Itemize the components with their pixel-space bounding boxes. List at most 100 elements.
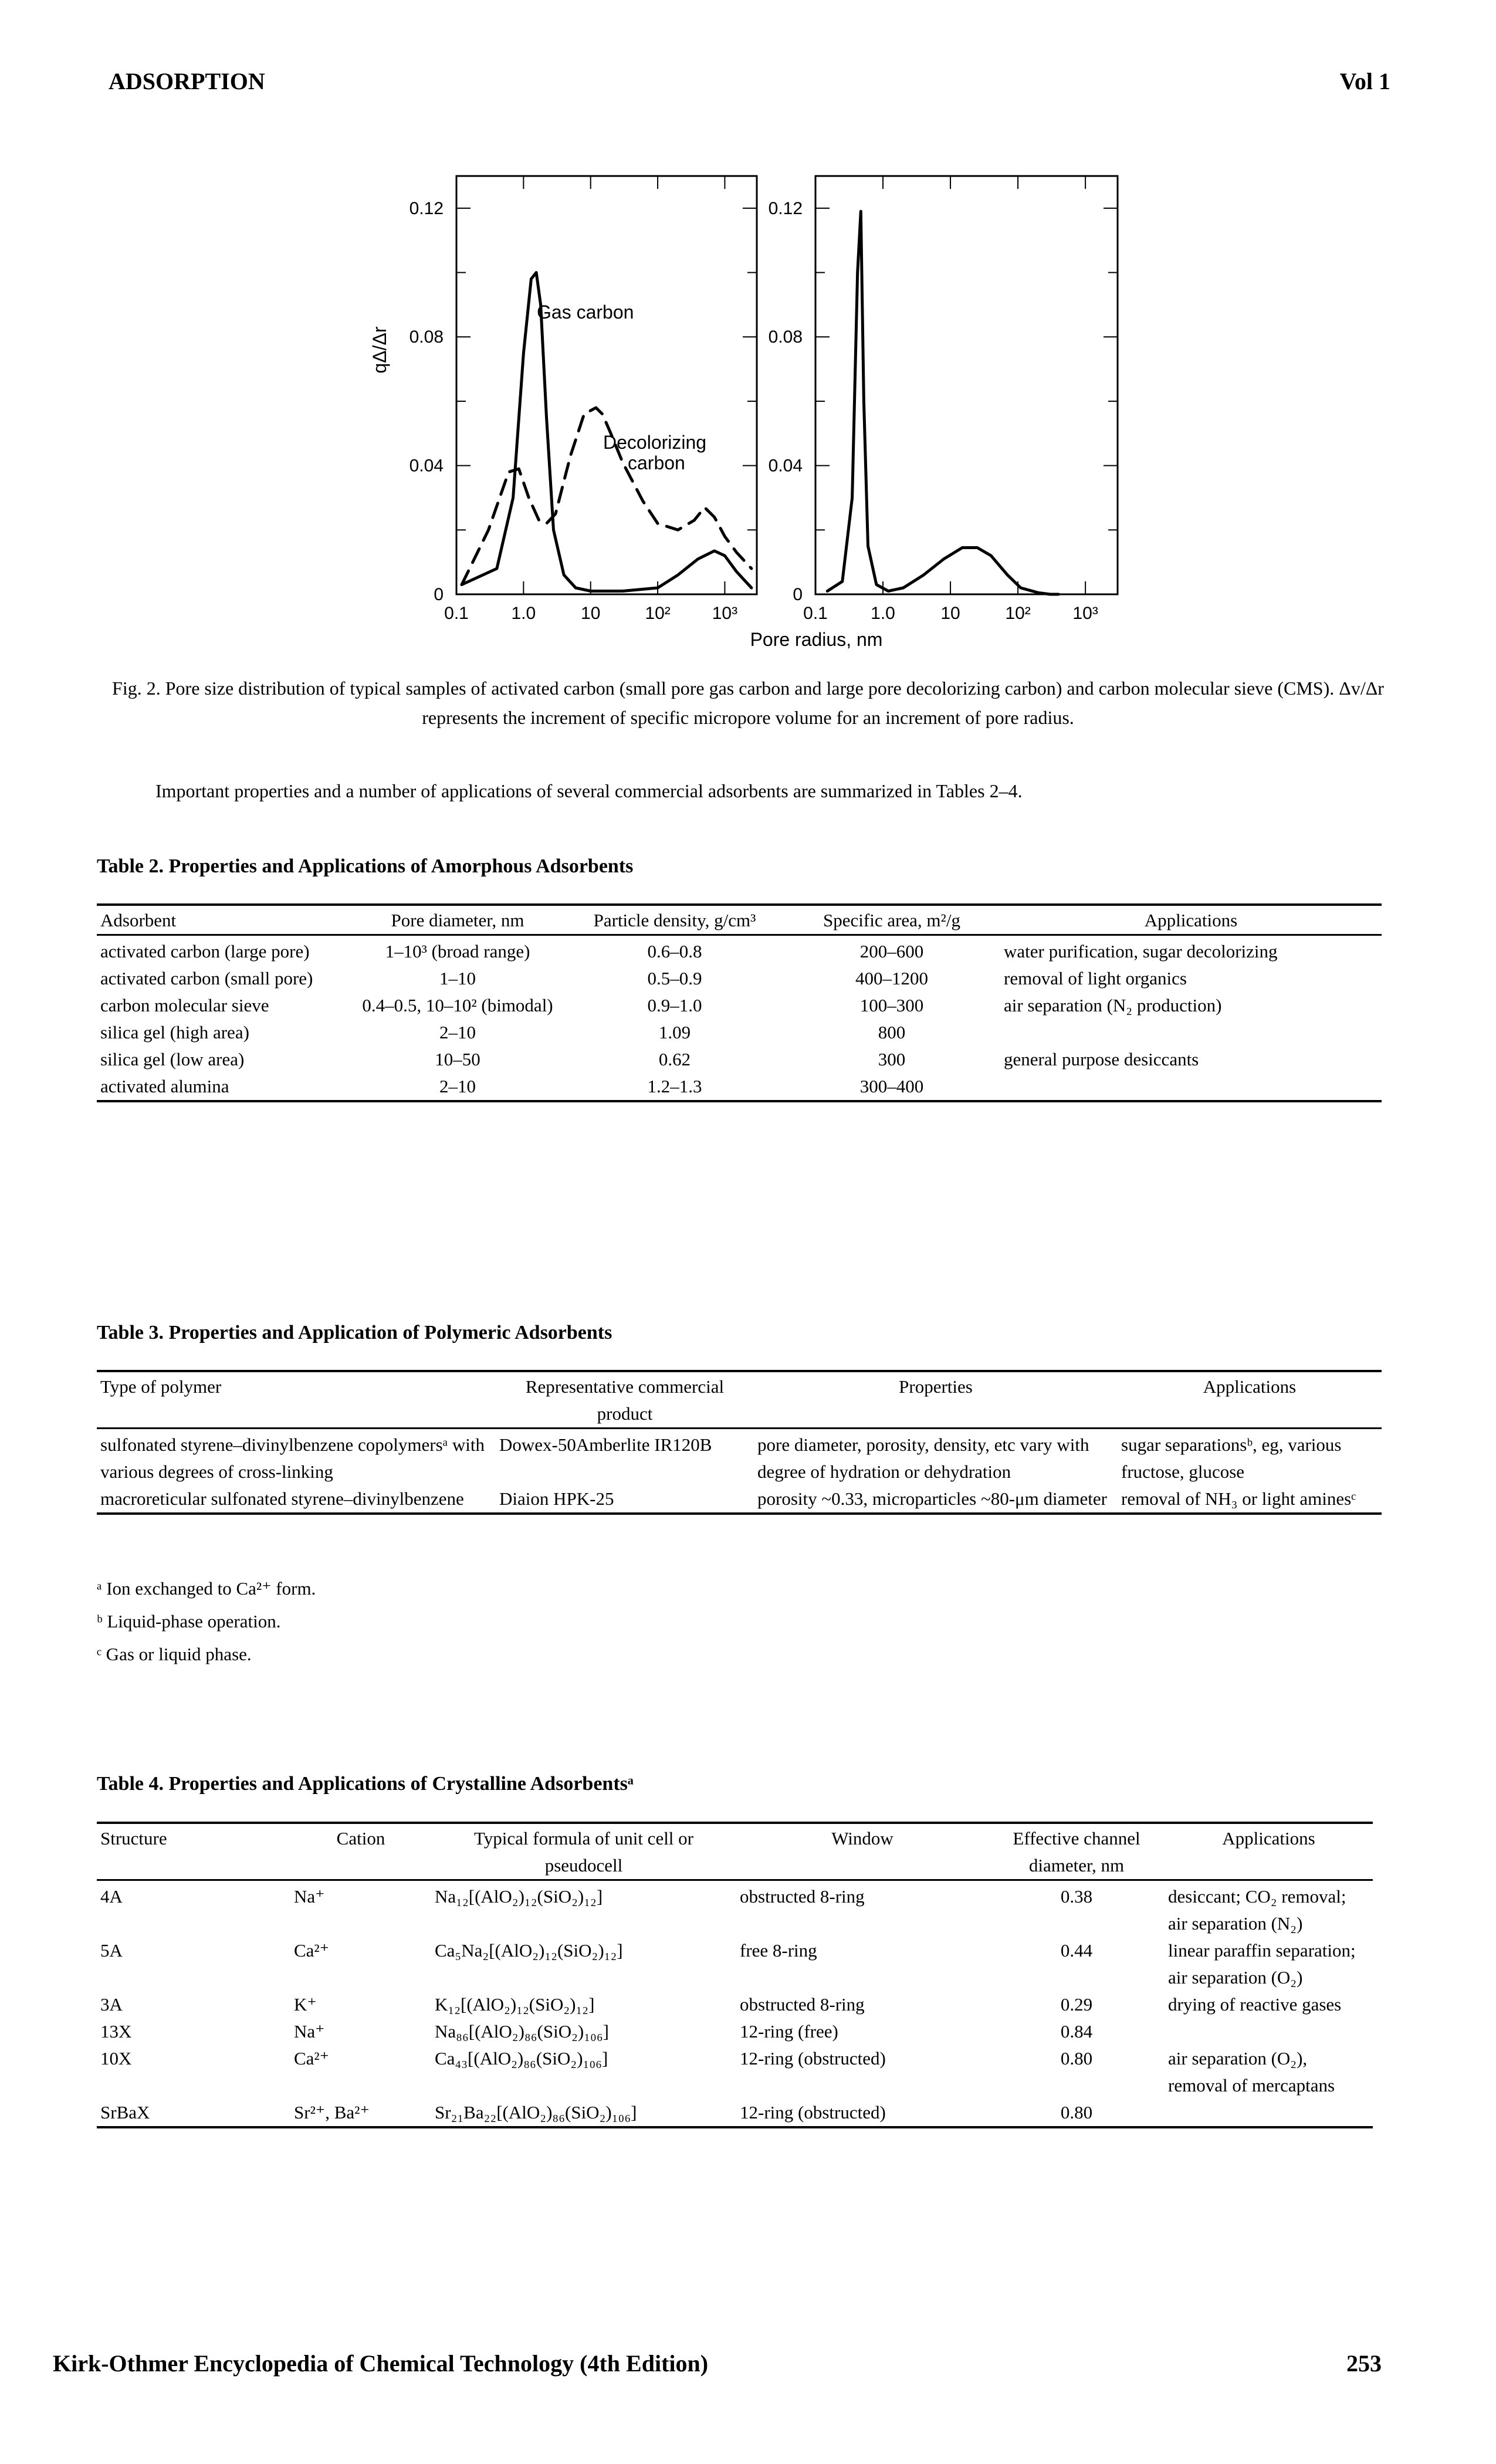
table3-header-cell: Applications xyxy=(1203,1376,1297,1397)
series-line-gas-carbon xyxy=(460,271,753,593)
figure-caption: Fig. 2. Pore size distribution of typica… xyxy=(112,678,1384,728)
table-cell xyxy=(1000,1073,1382,1101)
table-cell: 1–10 xyxy=(439,968,476,989)
plot-frame xyxy=(814,175,1119,595)
table3-header-cell: Type of polymer xyxy=(100,1376,222,1397)
table2-title: Table 2. Properties and Applications of … xyxy=(97,855,634,877)
table2: Adsorbent Pore diameter, nm Particle den… xyxy=(97,903,1382,1102)
table-row: sulfonated styrene–divinylbenzene copoly… xyxy=(97,1429,1382,1486)
x-tick-label: 10² xyxy=(1005,604,1030,623)
table-cell: 300–400 xyxy=(859,1076,924,1096)
table-cell: 4A xyxy=(100,1886,123,1907)
table-row: 5A Ca²⁺ Ca₅Na₂[(AlO₂)₁₂(SiO₂)₁₂] free 8-… xyxy=(97,1937,1373,1991)
running-header-title: ADSORPTION xyxy=(109,68,265,94)
table-cell: water purification, sugar decolorizing xyxy=(1004,941,1278,962)
table-row: 10X Ca²⁺ Ca₄₃[(AlO₂)₈₆(SiO₂)₁₀₆] 12-ring… xyxy=(97,2045,1373,2099)
table4-header-cell: Applications xyxy=(1222,1828,1315,1849)
table3-header-cell: Properties xyxy=(899,1376,973,1397)
table-cell xyxy=(1165,2099,1373,2127)
y-tick-label: 0.04 xyxy=(769,456,803,476)
table-cell: porosity ~0.33, microparticles ~80-μm di… xyxy=(757,1488,1107,1509)
series-line-decolorizing-carbon xyxy=(460,406,753,586)
table-cell: Na₈₆[(AlO₂)₈₆(SiO₂)₁₀₆] xyxy=(435,2021,609,2042)
table-cell: 10–50 xyxy=(435,1049,480,1069)
table-cell: Ca₄₃[(AlO₂)₈₆(SiO₂)₁₀₆] xyxy=(435,2048,608,2069)
table-row: 4A Na⁺ Na₁₂[(AlO₂)₁₂(SiO₂)₁₂] obstructed… xyxy=(97,1880,1373,1938)
table-cell: Ca²⁺ xyxy=(294,2048,330,2069)
table-cell: 100–300 xyxy=(859,995,924,1016)
table-cell: Ca²⁺ xyxy=(294,1940,330,1961)
table-cell: Na₁₂[(AlO₂)₁₂(SiO₂)₁₂] xyxy=(435,1886,603,1907)
table-cell: 0.4–0.5, 10–10² (bimodal) xyxy=(362,995,553,1016)
table-cell: Sr₂₁Ba₂₂[(AlO₂)₈₆(SiO₂)₁₀₆] xyxy=(435,2102,637,2123)
footer-page-number: 253 xyxy=(1346,2350,1382,2377)
table-cell: 10X xyxy=(100,2048,132,2069)
table-cell: 0.62 xyxy=(658,1049,691,1069)
y-tick-label: 0.08 xyxy=(409,327,444,347)
table-row: silica gel (low area) 10–50 0.62 300 gen… xyxy=(97,1046,1382,1073)
y-tick-label: 0.12 xyxy=(769,199,803,218)
label-decolorizing: Decolorizing xyxy=(603,432,706,453)
table-cell xyxy=(1165,2018,1373,2045)
table-cell: obstructed 8-ring xyxy=(740,1886,865,1907)
table-row: SrBaX Sr²⁺, Ba²⁺ Sr₂₁Ba₂₂[(AlO₂)₈₆(SiO₂)… xyxy=(97,2099,1373,2127)
table-cell: silica gel (high area) xyxy=(100,1022,249,1043)
table4-header-cell: Structure xyxy=(100,1828,167,1849)
table-cell: SrBaX xyxy=(100,2102,150,2123)
table-cell: silica gel (low area) xyxy=(100,1049,245,1069)
table-cell: 200–600 xyxy=(859,941,924,962)
footer-book-title: Kirk-Othmer Encyclopedia of Chemical Tec… xyxy=(53,2350,709,2377)
table-cell: 3A xyxy=(100,1994,123,2015)
table-cell: removal of light organics xyxy=(1004,968,1187,989)
table3: Type of polymer Representative commercia… xyxy=(97,1370,1382,1515)
table-cell: Sr²⁺, Ba²⁺ xyxy=(294,2102,370,2123)
label-gas-carbon: Gas carbon xyxy=(537,302,634,323)
table-row: carbon molecular sieve 0.4–0.5, 10–10² (… xyxy=(97,992,1382,1019)
table-cell: 12-ring (obstructed) xyxy=(740,2102,886,2123)
table2-header-cell: Pore diameter, nm xyxy=(391,910,524,930)
table-cell: 0.80 xyxy=(1060,2048,1093,2069)
table-cell: macroreticular sulfonated styrene–diviny… xyxy=(100,1488,464,1509)
table-cell: removal of NH₃ or light aminesᶜ xyxy=(1121,1488,1356,1509)
table-row: activated carbon (small pore) 1–10 0.5–0… xyxy=(97,965,1382,992)
table-cell: 13X xyxy=(100,2021,132,2042)
table-cell: sugar separationsᵇ, eg, various fructose… xyxy=(1121,1434,1342,1482)
table-cell: Diaion HPK-25 xyxy=(499,1488,614,1509)
x-tick-label: 10³ xyxy=(1072,604,1098,623)
table2-header-cell: Particle density, g/cm³ xyxy=(593,910,756,930)
table-cell: activated carbon (large pore) xyxy=(100,941,310,962)
table-cell: Ca₅Na₂[(AlO₂)₁₂(SiO₂)₁₂] xyxy=(435,1940,623,1961)
table-cell: K⁺ xyxy=(294,1994,317,2015)
x-tick-label: 1.0 xyxy=(871,604,895,623)
table-cell: 0.5–0.9 xyxy=(647,968,702,989)
y-axis-title: qΔ/Δr xyxy=(369,326,390,373)
table4-header-cell: Cation xyxy=(336,1828,385,1849)
table2-header-cell: Adsorbent xyxy=(100,910,177,930)
table-cell: desiccant; CO₂ removal; air separation (… xyxy=(1168,1886,1346,1934)
intro-paragraph: Important properties and a number of app… xyxy=(155,780,1023,801)
table4: Structure Cation Typical formula of unit… xyxy=(97,1822,1373,2128)
table-cell: 300 xyxy=(878,1049,906,1069)
plot-frame xyxy=(455,175,758,595)
x-tick-label: 10² xyxy=(645,604,670,623)
footnote: ᵃ Ion exchanged to Ca²⁺ form. xyxy=(97,1578,316,1599)
table-cell: 0.44 xyxy=(1060,1940,1093,1961)
table2-header-cell: Applications xyxy=(1144,910,1238,930)
table-cell: 0.9–1.0 xyxy=(647,995,702,1016)
table-cell: 2–10 xyxy=(439,1022,476,1043)
table-cell: 0.38 xyxy=(1060,1886,1093,1907)
table-cell: 0.80 xyxy=(1060,2102,1093,2123)
y-tick-label: 0.12 xyxy=(409,199,444,218)
table-cell: 800 xyxy=(878,1022,906,1043)
x-tick-label: 10 xyxy=(940,604,960,623)
table-cell: 0.6–0.8 xyxy=(647,941,702,962)
running-header-volume: Vol 1 xyxy=(1339,68,1390,94)
table-cell: carbon molecular sieve xyxy=(100,995,269,1016)
x-tick-label: 1.0 xyxy=(511,604,536,623)
x-axis-title: Pore radius, nm xyxy=(750,629,883,650)
table-cell: 12-ring (obstructed) xyxy=(740,2048,886,2069)
table-cell: air separation (N₂ production) xyxy=(1004,995,1222,1016)
table4-header-cell: Effective channel diameter, nm xyxy=(1013,1828,1140,1876)
